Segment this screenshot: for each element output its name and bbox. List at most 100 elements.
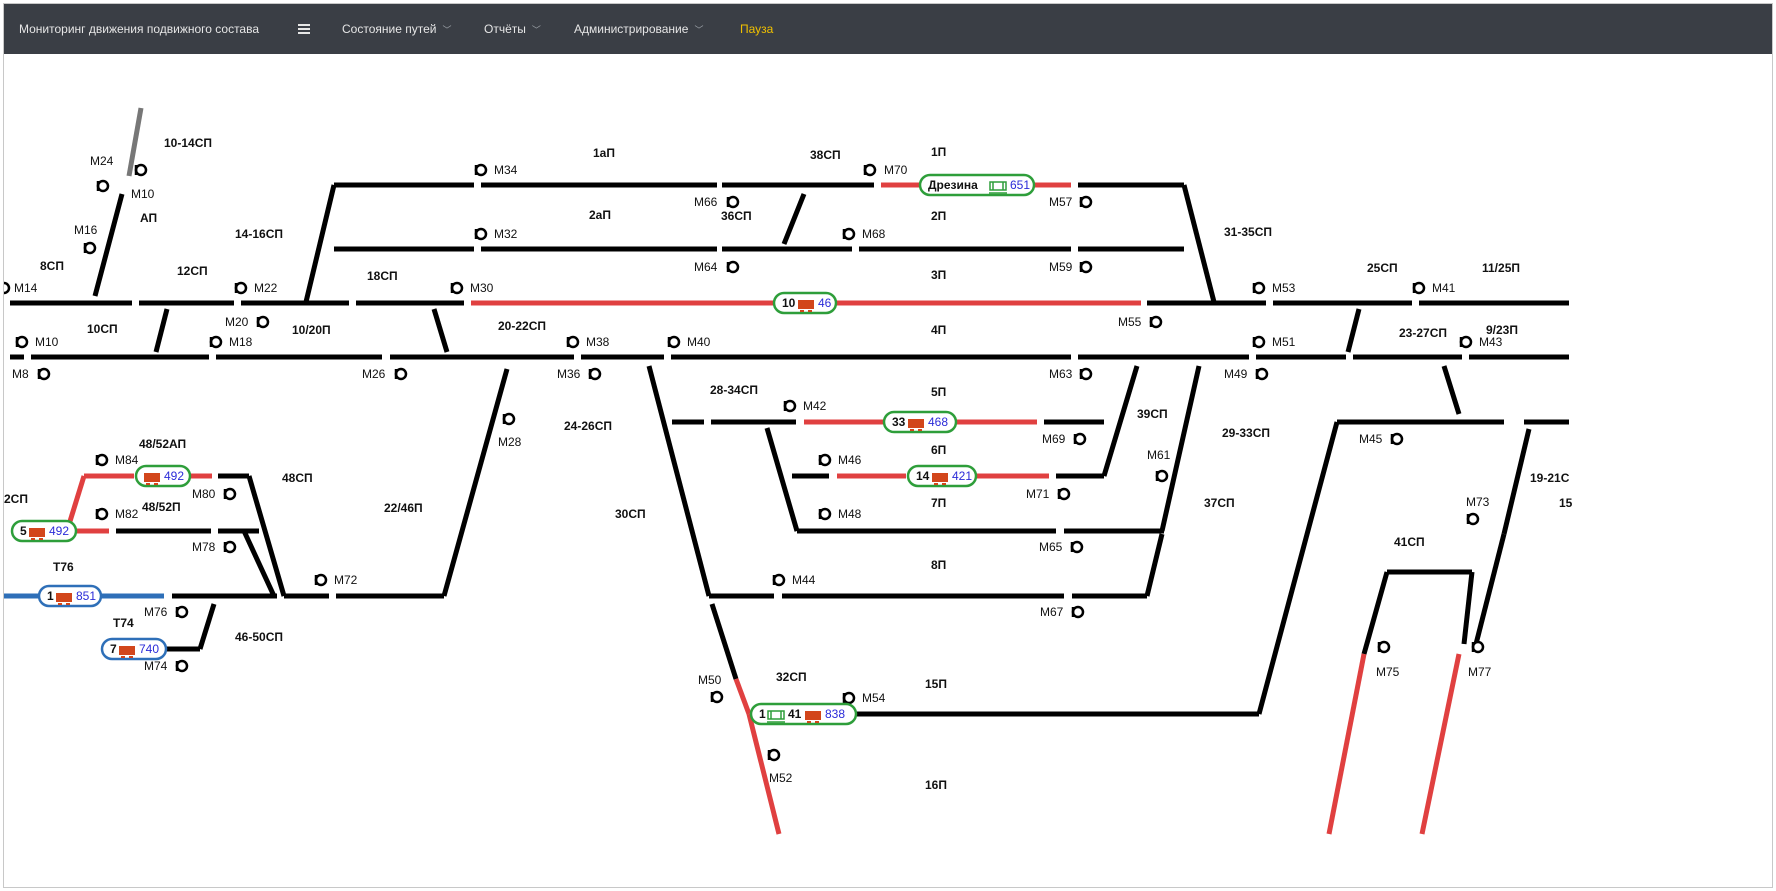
signal[interactable]: М68: [842, 227, 886, 241]
track-segment[interactable]: [1159, 365, 1202, 532]
signal[interactable]: М54: [842, 691, 886, 705]
track-segment[interactable]: [746, 713, 782, 835]
signal[interactable]: М26: [362, 367, 408, 381]
track-segment[interactable]: [1256, 421, 1340, 715]
signal[interactable]: М80: [192, 487, 237, 501]
signal[interactable]: М44: [772, 573, 816, 587]
track-segment[interactable]: [303, 184, 337, 303]
track-segment[interactable]: [1501, 428, 1532, 535]
pause-button[interactable]: Пауза: [740, 22, 774, 36]
signal[interactable]: М75: [1376, 640, 1400, 679]
signal[interactable]: М74: [144, 659, 189, 673]
signal[interactable]: М38: [566, 335, 610, 349]
signal[interactable]: М30: [450, 281, 494, 295]
signal[interactable]: М69: [1042, 432, 1087, 446]
signal[interactable]: М78: [192, 540, 237, 554]
signal[interactable]: М51: [1252, 335, 1296, 349]
signal[interactable]: М46: [818, 453, 862, 467]
signal[interactable]: М10: [15, 335, 59, 349]
signal[interactable]: М66: [694, 195, 740, 209]
signal[interactable]: М14: [4, 281, 38, 295]
signal[interactable]: М67: [1040, 605, 1085, 619]
track-segment[interactable]: [241, 529, 277, 598]
signal[interactable]: М64: [694, 260, 740, 274]
signal[interactable]: М72: [314, 573, 358, 587]
section-label: 19-21С: [1530, 471, 1570, 485]
train-badge[interactable]: 492: [134, 464, 192, 488]
track-segment[interactable]: [1101, 365, 1140, 477]
signal[interactable]: М45: [1359, 432, 1404, 446]
track-segment[interactable]: [153, 308, 170, 353]
track-segment[interactable]: [1461, 571, 1475, 645]
track-segment[interactable]: [246, 475, 287, 597]
menu-track-status[interactable]: Состояние путей﹀: [342, 4, 451, 54]
track-segment[interactable]: [1326, 653, 1367, 835]
track-segment[interactable]: [646, 365, 712, 597]
signal[interactable]: М10: [131, 163, 155, 201]
signal[interactable]: М43: [1459, 335, 1503, 349]
signal[interactable]: М49: [1224, 367, 1269, 381]
signal[interactable]: М36: [557, 367, 602, 381]
signal[interactable]: М50: [698, 673, 724, 704]
track-segment[interactable]: [1441, 365, 1462, 415]
track-segment[interactable]: [197, 603, 217, 650]
track-segment[interactable]: [1419, 653, 1462, 835]
track-segment[interactable]: [709, 603, 739, 680]
signal[interactable]: М42: [783, 399, 827, 413]
signal-icon: [1149, 315, 1163, 329]
signal[interactable]: М8: [12, 367, 51, 381]
track-segment[interactable]: [1144, 533, 1165, 597]
signal[interactable]: М28: [498, 412, 522, 449]
track-segment[interactable]: [431, 308, 450, 353]
signal[interactable]: М61: [1147, 448, 1171, 483]
signal[interactable]: М76: [144, 605, 189, 619]
track-segment[interactable]: [441, 368, 510, 597]
signal[interactable]: М55: [1118, 315, 1163, 329]
signal[interactable]: М24: [90, 154, 114, 193]
track-segment[interactable]: [126, 107, 144, 177]
track-segment[interactable]: [1181, 184, 1217, 303]
signal[interactable]: М63: [1049, 367, 1093, 381]
track-segment[interactable]: [1345, 308, 1362, 353]
signal[interactable]: М53: [1252, 281, 1296, 295]
track-segment[interactable]: [1361, 571, 1390, 655]
track-segment[interactable]: [781, 193, 807, 245]
signal[interactable]: М71: [1026, 487, 1071, 501]
signal[interactable]: М40: [667, 335, 711, 349]
menu-administration[interactable]: Администрирование﹀: [574, 4, 703, 54]
track-segment[interactable]: [733, 678, 752, 715]
signal[interactable]: М70: [863, 163, 908, 177]
signal[interactable]: М73: [1466, 495, 1490, 526]
signal[interactable]: М84: [95, 453, 139, 467]
signal[interactable]: М34: [474, 163, 518, 177]
track-segment[interactable]: [764, 427, 800, 532]
menu-reports[interactable]: Отчёты﹀: [484, 4, 541, 54]
signal-icon: [1071, 605, 1085, 619]
signal-icon: [394, 367, 408, 381]
signal[interactable]: М77: [1468, 640, 1492, 679]
signal[interactable]: М16: [74, 223, 98, 255]
signal[interactable]: М18: [209, 335, 253, 349]
hamburger-icon[interactable]: [298, 24, 310, 34]
signal[interactable]: М20: [225, 315, 270, 329]
app-title[interactable]: Мониторинг движения подвижного состава: [19, 22, 260, 36]
signal[interactable]: М41: [1412, 281, 1456, 295]
signal[interactable]: М32: [474, 227, 518, 241]
signal[interactable]: М82: [95, 507, 139, 521]
signal[interactable]: М22: [234, 281, 278, 295]
signal[interactable]: М57: [1049, 195, 1093, 209]
track-segment[interactable]: [92, 193, 125, 297]
track-segment[interactable]: [1473, 533, 1507, 645]
signal[interactable]: М48: [818, 507, 862, 521]
signal[interactable]: М59: [1049, 260, 1093, 274]
signal[interactable]: М52: [767, 748, 793, 785]
signal[interactable]: М65: [1039, 540, 1084, 554]
